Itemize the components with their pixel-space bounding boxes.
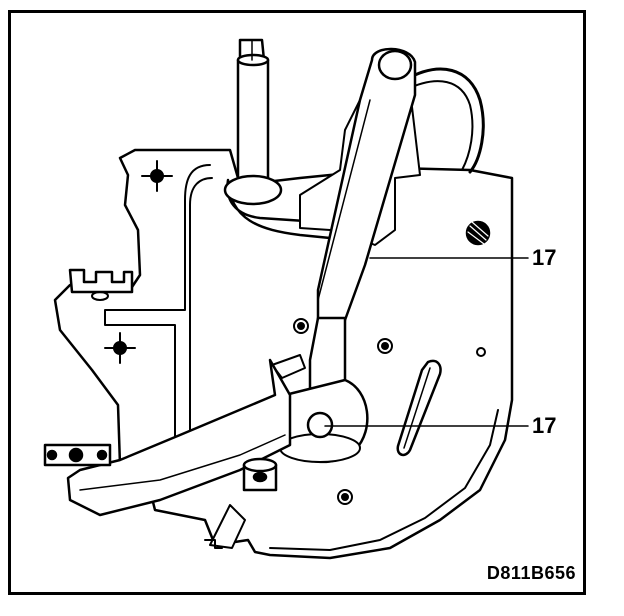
lever-top-eye	[377, 49, 413, 81]
crosshair-hole-top	[141, 160, 173, 192]
crosshair-hole-left	[104, 332, 136, 364]
lower-notch	[204, 539, 223, 549]
crank-arm-edge	[79, 434, 286, 491]
tab-hole	[91, 291, 109, 301]
callout-label-upper: 17	[532, 245, 557, 270]
lower-boss	[242, 457, 278, 492]
crank-arm	[66, 358, 292, 517]
bolt-right	[377, 338, 393, 354]
bolt-lower	[337, 489, 353, 505]
reference-code: D811B656	[486, 563, 576, 583]
bolt-small	[293, 318, 309, 334]
vertical-post	[236, 38, 270, 192]
hole-right	[476, 347, 486, 357]
hatched-stud	[465, 220, 491, 246]
cable-loop-inner	[404, 80, 474, 171]
cable-loop	[403, 67, 485, 174]
lower-bracket	[209, 504, 246, 549]
post-base-boss	[223, 174, 283, 206]
cable-channel	[104, 164, 213, 441]
hub-pivot	[306, 411, 334, 439]
callout-label-lower: 17	[532, 413, 557, 438]
left-tab	[68, 268, 134, 294]
guide-slot	[396, 359, 442, 457]
plate-rim	[269, 409, 499, 551]
end-clip	[43, 443, 112, 467]
